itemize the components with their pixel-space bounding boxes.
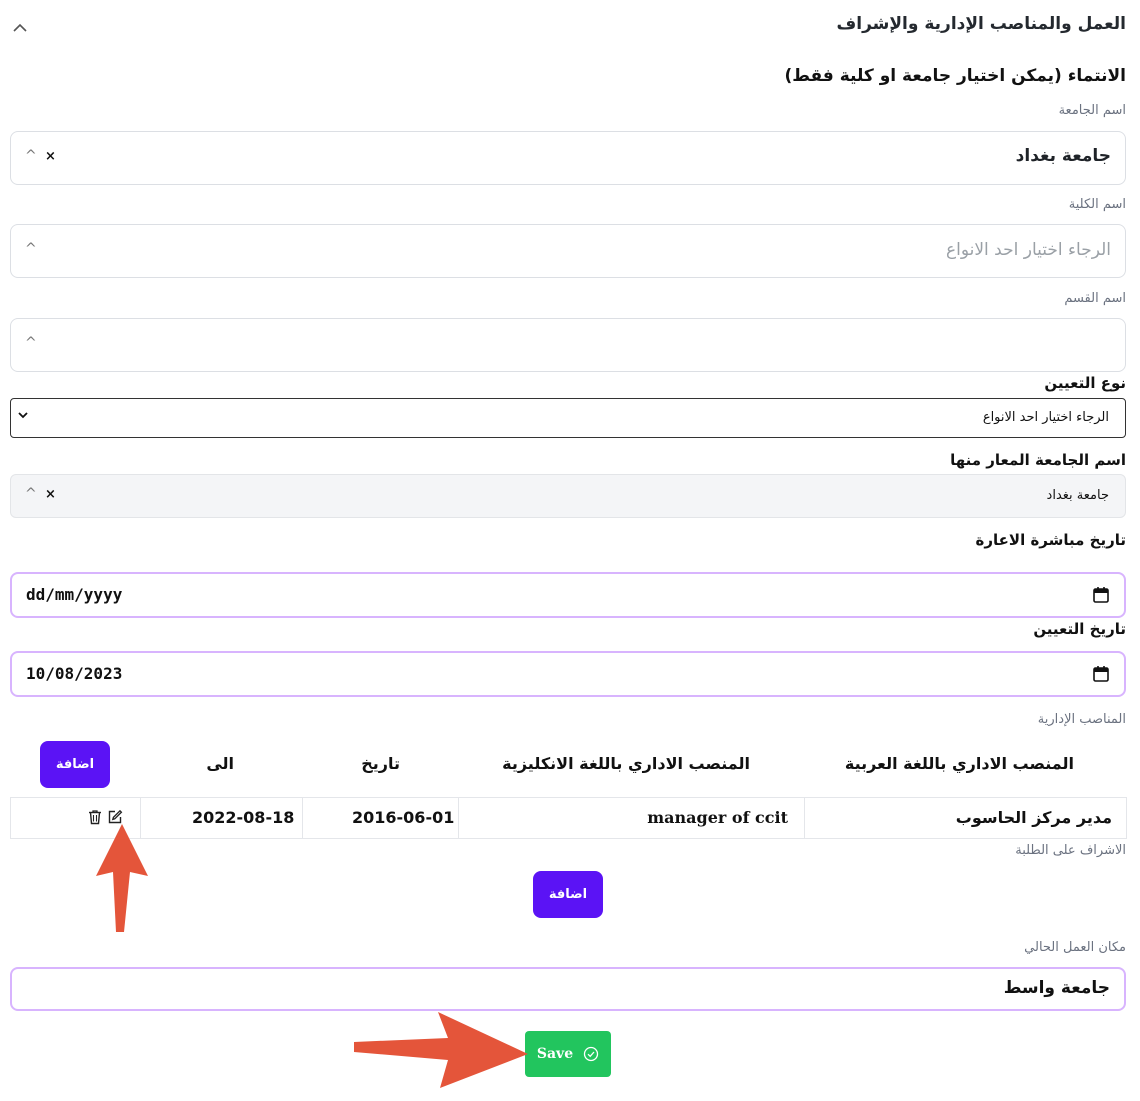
table-row: مدير مركز الحاسوب manager of ccit 2016-0… [10,797,1127,839]
affiliation-title: الانتماء (يمكن اختيار جامعة او كلية فقط) [784,66,1126,86]
department-label: اسم القسم [1064,291,1126,306]
x-icon[interactable]: × [45,487,56,502]
column-header-english: المنصب الاداري باللغة الانكليزية [502,754,750,773]
save-label: Save [536,1046,574,1062]
caret-up-icon[interactable]: ^ [25,241,37,257]
calendar-icon[interactable] [1092,586,1110,604]
current-work-value: جامعة واسط [1003,978,1110,998]
college-label: اسم الكلية [1068,197,1126,212]
caret-up-icon[interactable]: ^ [25,148,37,164]
column-header-arabic: المنصب الاداري باللغة العربية [844,754,1074,773]
appointment-type-label: نوع التعيين [1044,374,1126,392]
cell-from-date: 2016-06-01 [352,808,455,827]
secondment-date-input[interactable]: dd/mm/yyyy [10,572,1126,618]
check-circle-icon [583,1046,599,1062]
collapse-button[interactable] [10,18,30,38]
x-icon[interactable]: × [45,149,56,164]
add-supervision-button[interactable]: اضافة [533,871,603,918]
caret-up-icon[interactable]: ^ [25,335,37,351]
university-select[interactable]: جامعة بغداد ^ × [10,131,1126,185]
appointment-date-value: 10/08/2023 [26,664,123,683]
secondment-date-value: dd/mm/yyyy [26,585,123,604]
orange-arrow-icon [354,1012,528,1088]
trash-icon[interactable] [87,809,103,825]
save-button[interactable]: Save [525,1031,611,1077]
lending-university-label: اسم الجامعة المعار منها [950,451,1126,469]
appointment-type-value: الرجاء اختيار احد الانواع [982,410,1109,425]
appointment-date-input[interactable]: 10/08/2023 [10,651,1126,697]
calendar-icon[interactable] [1092,665,1110,683]
chevron-down-icon [18,412,28,419]
college-select[interactable]: الرجاء اختيار احد الانواع ^ [10,224,1126,278]
add-admin-position-button[interactable]: اضافة [40,741,110,788]
university-label: اسم الجامعة [1058,103,1126,118]
column-header-to: الى [206,754,234,773]
cell-english-title: manager of ccit [647,808,788,827]
university-value: جامعة بغداد [1015,146,1111,166]
orange-arrow-icon [96,824,148,932]
college-placeholder: الرجاء اختيار احد الانواع [945,240,1111,260]
edit-icon[interactable] [107,809,123,825]
supervision-label: الاشراف على الطلبة [1015,843,1126,858]
lending-university-value: جامعة بغداد [1046,488,1109,503]
lending-university-select[interactable]: جامعة بغداد ^ × [10,474,1126,518]
caret-up-icon[interactable]: ^ [25,486,37,502]
secondment-date-label: تاريخ مباشرة الاعارة [975,531,1126,549]
appointment-date-label: تاريخ التعيين [1033,620,1126,638]
current-work-input[interactable]: جامعة واسط [10,967,1126,1011]
section-title: العمل والمناصب الإدارية والإشراف [836,14,1127,34]
column-header-date: تاريخ [361,754,400,773]
department-select[interactable]: ^ [10,318,1126,372]
admin-positions-label: المناصب الإدارية [1037,712,1126,727]
cell-to-date: 2022-08-18 [192,808,295,827]
cell-arabic-title: مدير مركز الحاسوب [955,808,1112,827]
current-work-label: مكان العمل الحالي [1024,940,1126,955]
chevron-up-icon [13,23,27,32]
appointment-type-select[interactable]: الرجاء اختيار احد الانواع [10,398,1126,438]
